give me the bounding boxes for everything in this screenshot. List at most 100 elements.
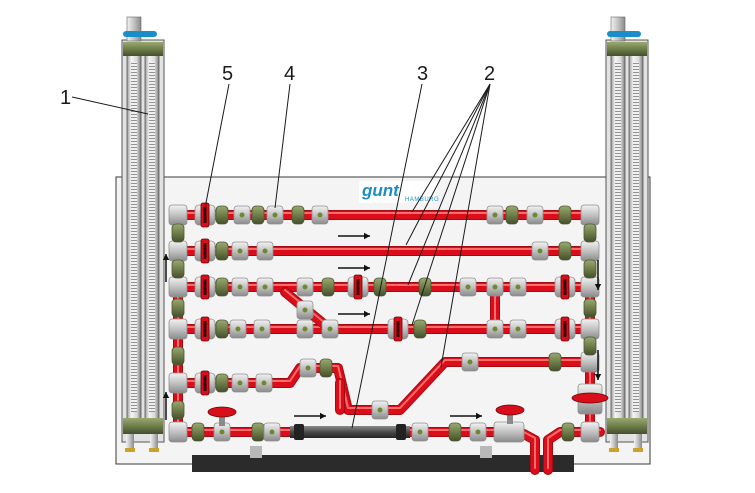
manometer-right-tip-b <box>633 448 643 452</box>
line-3-ring-b <box>321 277 335 297</box>
line-6-ring-d <box>561 422 575 442</box>
line-1-ring-a <box>215 205 229 225</box>
manometer-left-tip-a <box>125 448 135 452</box>
manifold-right-ring-4 <box>583 336 597 356</box>
line-4-union-d-bolt <box>327 326 333 332</box>
line-2-ring-a <box>215 241 229 261</box>
callout-4: 4 <box>284 63 295 85</box>
line-4-ring-b <box>413 319 427 339</box>
manometer-right-scale-a <box>615 62 621 412</box>
line-3-union-c-bolt <box>302 284 308 290</box>
leader-2e <box>440 83 491 368</box>
callout-5: 5 <box>222 63 233 85</box>
line-1-ring-e <box>558 205 572 225</box>
test-section-dark-pipe <box>290 426 410 438</box>
line-4-valve-c-slot <box>563 321 567 337</box>
flow-arrow-right-down-b <box>594 374 602 380</box>
line-3-valve-c-slot <box>563 279 567 295</box>
callout-1: 1 <box>60 87 71 109</box>
line-3-valve-b-slot <box>356 279 360 295</box>
flow-arrows <box>162 232 602 420</box>
manifold-left-tee-6 <box>168 421 188 443</box>
line-6-union-d-bolt <box>475 429 481 435</box>
line-5-union-d-bolt <box>377 407 383 413</box>
manifold-right-tee-4 <box>580 318 600 340</box>
line-1-ring-c <box>291 205 305 225</box>
manometer-right-foot-b <box>634 434 642 450</box>
manifold-right-tee-6 <box>580 421 600 443</box>
flow-arrow-left-up-b <box>162 392 170 398</box>
line-1-union-b-bolt <box>272 212 278 218</box>
leader-2c <box>407 83 491 286</box>
base-foot-mid <box>480 446 492 458</box>
manifold-right-tee-2 <box>580 240 600 262</box>
manometer-right-scale-b <box>633 62 639 412</box>
ball-valve-handle-stem <box>507 412 513 424</box>
manometer-left-scale-a <box>131 62 137 412</box>
manometer-left-valve-knob <box>123 31 157 37</box>
base-foot-left <box>250 446 262 458</box>
line-5-ring-a <box>215 373 229 393</box>
manometer-right-tip-a <box>609 448 619 452</box>
flow-arrow-line-2 <box>364 232 370 240</box>
leader-3 <box>351 83 423 429</box>
ball-valve-handle <box>495 404 525 416</box>
manifold-right-ring-1 <box>583 223 597 243</box>
manometer-left-foot-a <box>126 434 134 450</box>
line-3-ring-a <box>215 277 229 297</box>
ball-valve-body <box>493 421 525 443</box>
line-5-ring-c <box>548 352 562 372</box>
manifold-left-tee-5 <box>168 372 188 394</box>
line-3-ring-d <box>418 277 432 297</box>
line-3-union-d-bolt <box>465 284 471 290</box>
manifold-left-tee-4 <box>168 318 188 340</box>
manometer-right-valve-body <box>610 16 626 42</box>
leader-2a <box>411 83 491 213</box>
manifold-left-tee-2 <box>168 240 188 262</box>
line-5-union-a-bolt <box>237 380 243 386</box>
test-section-flange-left <box>294 424 304 440</box>
line-4-union-f-bolt <box>515 326 521 332</box>
leader-lines <box>71 83 491 429</box>
manometer-left <box>121 16 165 452</box>
line-2-ring-b <box>558 241 572 261</box>
logo-city: HAMBURG <box>405 197 439 203</box>
manifold-left-tee-3 <box>168 276 188 298</box>
manometer-right-cap-top <box>607 42 647 56</box>
line-6-ring-a <box>191 422 205 442</box>
line-4-valve-b-slot <box>396 321 400 337</box>
line-6-union-c-bolt <box>417 429 423 435</box>
manifold-left-ring-3 <box>171 298 185 318</box>
line-3-diag-union-bolt <box>302 307 308 313</box>
manometer-left-foot-b <box>150 434 158 450</box>
manifold-left-ring-5 <box>171 400 185 420</box>
manometer-right <box>605 16 649 452</box>
line-4-ring-a <box>215 319 229 339</box>
line-4-union-b-bolt <box>259 326 265 332</box>
manifold-right-ring-2 <box>583 259 597 279</box>
manometer-left-cap-bottom <box>123 418 163 434</box>
callout-2: 2 <box>484 63 495 85</box>
manifold-left-ring-4 <box>171 346 185 366</box>
line-4-valve-slot <box>203 321 207 337</box>
flow-arrow-line-6b <box>476 412 482 420</box>
line-1-valve-slot <box>203 207 207 223</box>
flow-arrow-line-3 <box>364 264 370 272</box>
leader-4 <box>274 83 291 209</box>
leader-2b <box>405 83 491 246</box>
line-4-union-a-bolt <box>235 326 241 332</box>
leader-2d <box>411 83 491 326</box>
line-6-union-a-bolt <box>219 429 225 435</box>
manifold-right-tee-3 <box>580 276 600 298</box>
line-3-ring-c <box>373 277 387 297</box>
manometer-left-cap-top <box>123 42 163 56</box>
line-1-union-c-bolt <box>317 212 323 218</box>
manifold-right-tee-1 <box>580 204 600 226</box>
flow-arrow-line-4 <box>364 310 370 318</box>
line-6-ring-c <box>448 422 462 442</box>
line-6-valve-handle <box>207 406 237 418</box>
line-2-union-b-bolt <box>262 248 268 254</box>
leader-5 <box>204 83 230 209</box>
line-3-union-f-bolt <box>515 284 521 290</box>
